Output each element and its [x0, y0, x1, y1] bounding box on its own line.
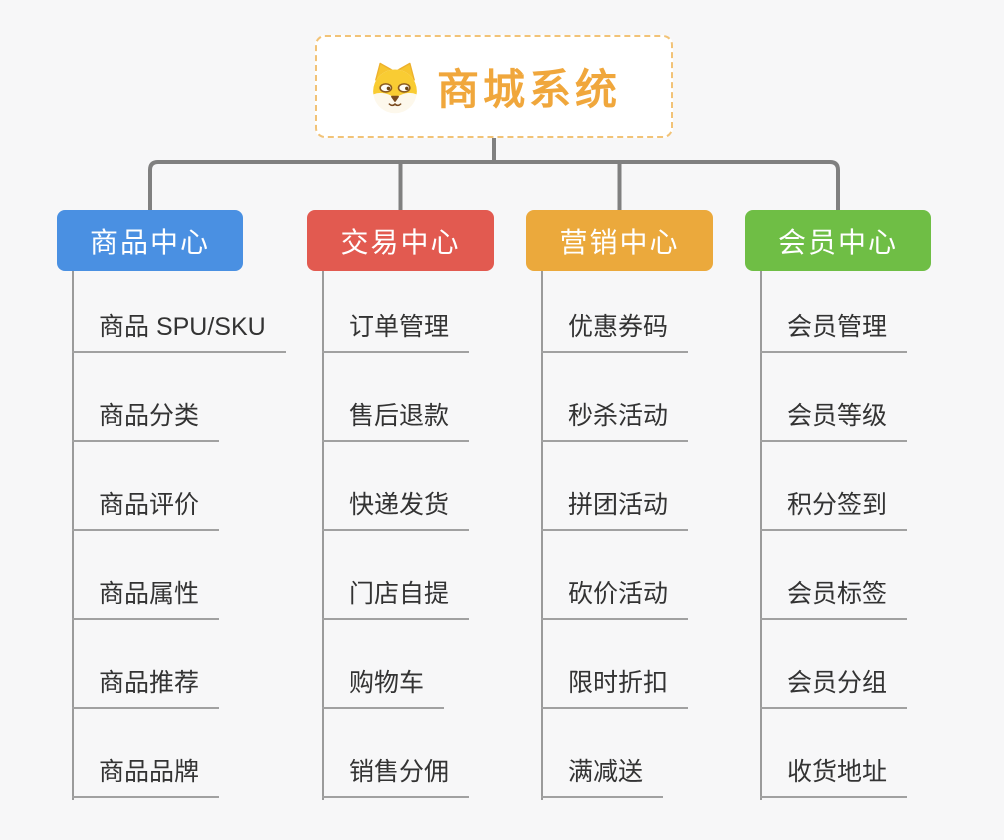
dog-mascot-icon: [373, 62, 417, 113]
leaf-label: 商品品牌: [72, 752, 220, 798]
leaf-node[interactable]: 销售分佣: [322, 709, 470, 798]
branch-node-marketing-center[interactable]: 营销中心: [526, 210, 713, 271]
leaf-node[interactable]: 商品 SPU/SKU: [72, 271, 286, 353]
leaf-label: 商品分类: [72, 396, 220, 442]
leaf-label: 商品评价: [72, 485, 220, 531]
leaf-node[interactable]: 购物车: [322, 620, 445, 709]
leaf-node[interactable]: 会员等级: [760, 353, 908, 442]
leaf-node[interactable]: 商品属性: [72, 531, 220, 620]
leaf-label: 限时折扣: [541, 663, 689, 709]
branch-spine: [541, 271, 543, 800]
branch-spine: [760, 271, 762, 800]
leaf-label: 砍价活动: [541, 574, 689, 620]
root-title: 商城系统: [436, 66, 621, 113]
leaf-node[interactable]: 拼团活动: [541, 442, 689, 531]
leaf-node[interactable]: 砍价活动: [541, 531, 689, 620]
leaf-node[interactable]: 会员标签: [760, 531, 908, 620]
leaf-label: 销售分佣: [322, 752, 470, 798]
leaf-node[interactable]: 满减送: [541, 709, 664, 798]
leaf-node[interactable]: 商品品牌: [72, 709, 220, 798]
leaf-label: 积分签到: [760, 485, 908, 531]
leaf-node[interactable]: 收货地址: [760, 709, 908, 798]
leaf-label: 商品属性: [72, 574, 220, 620]
leaf-label: 售后退款: [322, 396, 470, 442]
leaf-label: 商品 SPU/SKU: [72, 307, 286, 353]
leaf-label: 会员管理: [760, 307, 908, 353]
leaf-label: 满减送: [541, 752, 664, 798]
leaf-node[interactable]: 商品分类: [72, 353, 220, 442]
branch-spine: [322, 271, 324, 800]
branch-label: 营销中心: [559, 226, 680, 258]
branch-spine: [72, 271, 74, 800]
branch-label: 交易中心: [340, 226, 461, 258]
leaf-label: 收货地址: [760, 752, 908, 798]
leaf-label: 订单管理: [322, 307, 470, 353]
leaf-node[interactable]: 秒杀活动: [541, 353, 689, 442]
leaf-label: 会员等级: [760, 396, 908, 442]
leaf-node[interactable]: 限时折扣: [541, 620, 689, 709]
branch-children-member: 会员管理 会员等级 积分签到 会员标签 会员分组 收货地址: [760, 271, 908, 798]
leaf-node[interactable]: 订单管理: [322, 271, 470, 353]
leaf-node[interactable]: 售后退款: [322, 353, 470, 442]
branch-children-product: 商品 SPU/SKU 商品分类 商品评价 商品属性 商品推荐 商品品牌: [72, 271, 286, 798]
leaf-label: 优惠券码: [541, 307, 689, 353]
leaf-label: 快递发货: [322, 485, 470, 531]
branch-node-trade-center[interactable]: 交易中心: [307, 210, 494, 271]
leaf-label: 会员标签: [760, 574, 908, 620]
leaf-node[interactable]: 快递发货: [322, 442, 470, 531]
branch-label: 商品中心: [89, 226, 210, 258]
leaf-node[interactable]: 积分签到: [760, 442, 908, 531]
branch-children-trade: 订单管理 售后退款 快递发货 门店自提 购物车 销售分佣: [322, 271, 470, 798]
leaf-label: 购物车: [322, 663, 445, 709]
leaf-label: 商品推荐: [72, 663, 220, 709]
leaf-label: 秒杀活动: [541, 396, 689, 442]
leaf-node[interactable]: 商品推荐: [72, 620, 220, 709]
branch-node-product-center[interactable]: 商品中心: [57, 210, 243, 271]
leaf-node[interactable]: 商品评价: [72, 442, 220, 531]
leaf-node[interactable]: 门店自提: [322, 531, 470, 620]
leaf-node[interactable]: 优惠券码: [541, 271, 689, 353]
leaf-label: 拼团活动: [541, 485, 689, 531]
leaf-node[interactable]: 会员管理: [760, 271, 908, 353]
leaf-node[interactable]: 会员分组: [760, 620, 908, 709]
branch-label: 会员中心: [777, 226, 898, 258]
leaf-label: 门店自提: [322, 574, 470, 620]
leaf-label: 会员分组: [760, 663, 908, 709]
root-node[interactable]: 商城系统: [315, 35, 673, 138]
branch-children-marketing: 优惠券码 秒杀活动 拼团活动 砍价活动 限时折扣 满减送: [541, 271, 689, 798]
branch-node-member-center[interactable]: 会员中心: [745, 210, 931, 271]
